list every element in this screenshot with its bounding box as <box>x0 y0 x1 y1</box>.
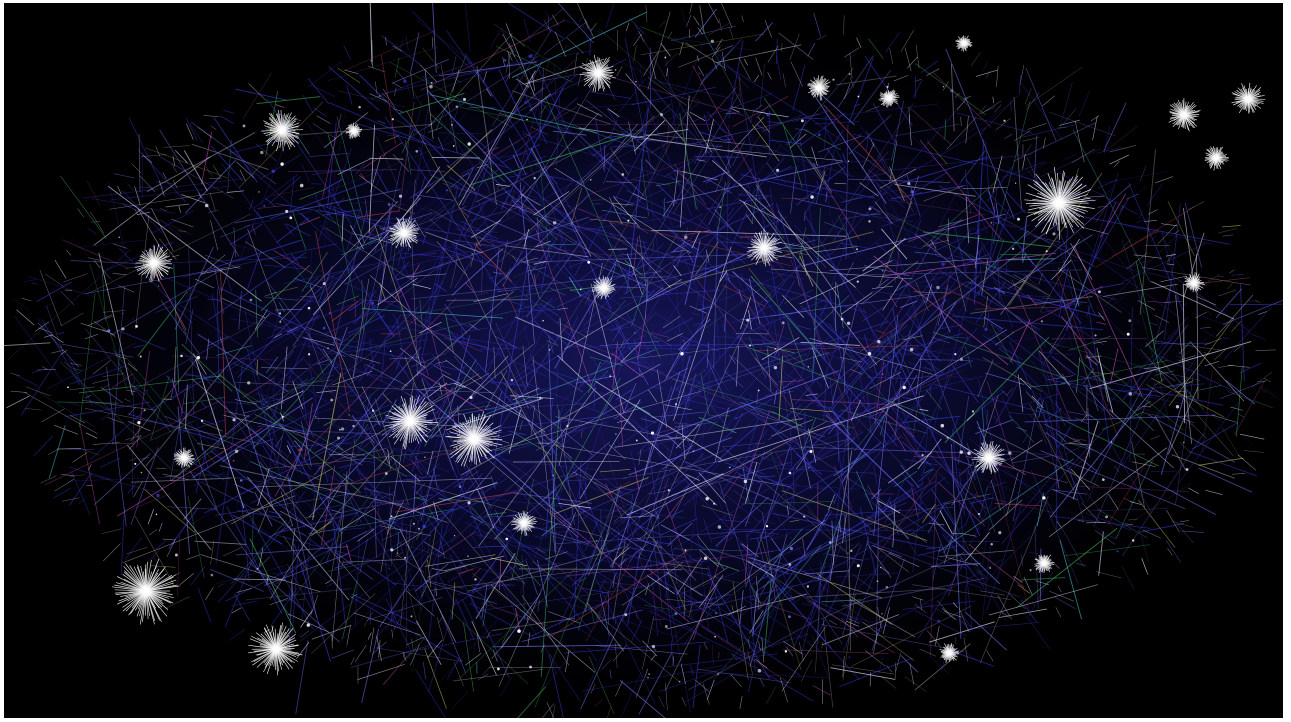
hub-spoke <box>604 288 614 289</box>
network-hub <box>956 35 973 51</box>
network-node <box>715 612 716 613</box>
network-hub <box>1232 83 1266 114</box>
network-node <box>911 190 914 193</box>
network-node <box>713 503 715 505</box>
network-edge <box>432 158 480 159</box>
network-node <box>718 525 722 529</box>
network-hub <box>1205 146 1229 170</box>
hub-spoke <box>393 421 410 422</box>
network-edge <box>370 611 371 624</box>
network-hub <box>1169 98 1201 131</box>
network-node <box>418 528 420 530</box>
network-node <box>921 454 923 456</box>
network-node <box>978 513 980 515</box>
hub-spoke <box>764 248 778 249</box>
network-node <box>941 262 945 266</box>
network-visualization <box>4 3 1283 718</box>
network-node <box>627 220 629 222</box>
network-image-frame <box>4 3 1283 718</box>
network-node <box>1030 569 1032 571</box>
network-node <box>624 613 627 616</box>
network-node <box>774 366 777 369</box>
network-edge <box>1040 549 1041 601</box>
network-node <box>1041 320 1043 322</box>
network-node <box>390 350 392 352</box>
hub-spoke <box>964 43 972 44</box>
network-node <box>1003 120 1005 122</box>
network-node <box>307 623 310 626</box>
network-node <box>868 352 871 355</box>
network-edge <box>1154 343 1211 344</box>
hub-spoke <box>598 73 599 91</box>
network-node <box>424 457 425 458</box>
network-node <box>882 374 883 375</box>
network-node <box>680 352 683 355</box>
network-node <box>135 325 138 328</box>
network-node <box>1105 516 1108 519</box>
network-node <box>766 525 768 527</box>
network-node <box>511 379 514 382</box>
network-node <box>818 134 821 137</box>
network-edge <box>967 233 981 234</box>
network-node <box>282 416 284 418</box>
network-node <box>352 425 354 427</box>
network-node <box>258 191 260 193</box>
hub-spoke <box>1044 563 1054 564</box>
network-node <box>591 430 593 432</box>
